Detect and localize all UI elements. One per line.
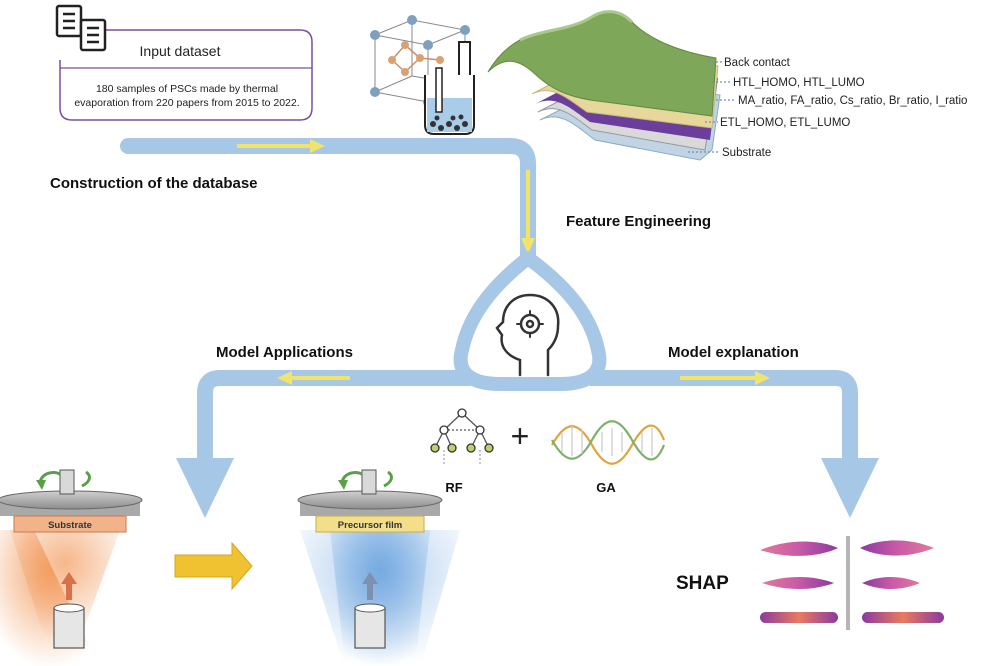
shap-label: SHAP [676, 573, 729, 594]
model-applications-arrowhead [176, 458, 234, 518]
plus-sign: + [511, 418, 530, 454]
model-explanation-arrowhead [821, 458, 879, 518]
layer-back-contact [487, 11, 717, 117]
ga-label: GA [596, 480, 616, 495]
flow-arrow-right-top [237, 139, 325, 153]
feature-engineering-label: Feature Engineering [566, 213, 711, 230]
dna-helix-icon [551, 420, 666, 465]
flow-arrow-down-center [521, 170, 535, 254]
vapor-up-arrow-blue [362, 572, 378, 600]
layer-label-etl: ETL_HOMO, ETL_LUMO [720, 117, 850, 129]
evaporation-device-substrate: Substrate [0, 469, 143, 666]
device-layer-stack [487, 10, 721, 161]
layer-label-back-contact: Back contact [724, 57, 791, 69]
random-forest-icon [430, 408, 494, 466]
process-arrow [174, 541, 253, 591]
beaker-icon [424, 41, 475, 135]
crystal-lattice-icon [370, 15, 470, 107]
layer-label-substrate: Substrate [722, 147, 771, 159]
head-gear-icon [495, 293, 560, 377]
database-flow-pipe [120, 138, 536, 268]
input-dataset-desc-1: 180 samples of PSCs made by thermal [96, 83, 278, 95]
layer-label-ratios: MA_ratio, FA_ratio, Cs_ratio, Br_ratio, … [738, 95, 967, 107]
layer-leader-lines [688, 61, 735, 153]
layer-label-htl: HTL_HOMO, HTL_LUMO [733, 77, 865, 89]
input-dataset-box: Input dataset 180 samples of PSCs made b… [59, 29, 313, 121]
flow-arrow-left [277, 371, 350, 385]
rf-label: RF [445, 480, 462, 495]
precursor-plate-label: Precursor film [338, 520, 402, 531]
vapor-up-arrow-orange [61, 572, 77, 600]
input-dataset-desc-2: evaporation from 220 papers from 2015 to… [74, 97, 299, 109]
model-explanation-label: Model explanation [668, 344, 799, 361]
shap-summary-plot [760, 536, 944, 630]
model-applications-pipe [197, 370, 470, 460]
input-dataset-title: Input dataset [140, 43, 221, 59]
model-applications-label: Model Applications [216, 344, 353, 361]
evaporation-device-precursor: Precursor film [297, 469, 460, 666]
construction-label: Construction of the database [50, 175, 258, 192]
substrate-plate-label: Substrate [48, 520, 92, 531]
documents-icon [55, 4, 107, 52]
model-explanation-pipe [590, 370, 858, 460]
flow-arrow-right-bottom [680, 371, 770, 385]
